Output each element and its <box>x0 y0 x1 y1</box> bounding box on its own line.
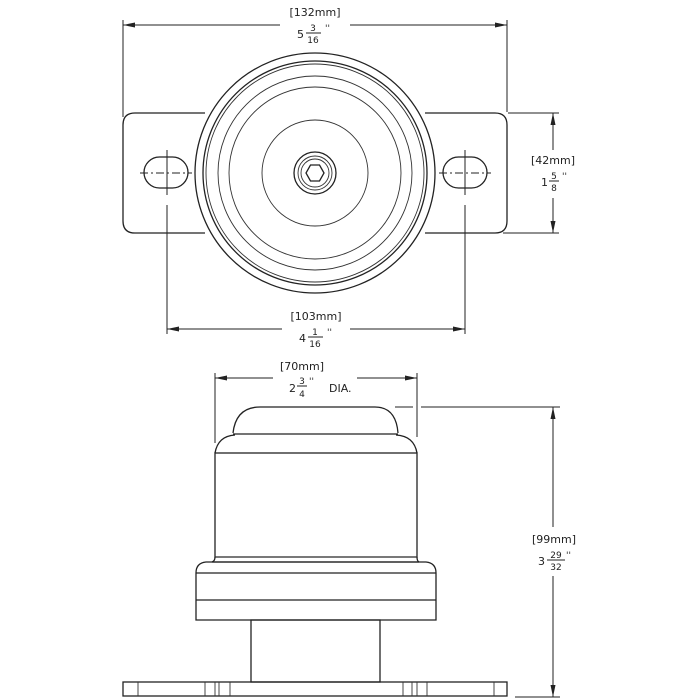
inch-whole: 2 <box>289 382 296 395</box>
inch-mark: '' <box>309 377 314 387</box>
inch-whole: 1 <box>541 176 548 189</box>
inch-numerator: 5 <box>551 172 557 182</box>
base-plate-slot-lines <box>137 682 495 696</box>
plate-height-dimension: [42mm] 1 5 8 '' <box>503 112 575 234</box>
hex-socket-icon <box>305 164 325 182</box>
inch-denominator: 4 <box>299 390 305 400</box>
bolt-ring-inner <box>300 158 330 188</box>
metric-label: [70mm] <box>280 360 324 373</box>
flange <box>195 561 437 621</box>
overall-width-dimension: [132mm] 5 3 16 '' <box>122 6 508 117</box>
ring-3 <box>205 63 425 283</box>
inch-denominator: 16 <box>307 36 319 46</box>
ring-5 <box>228 86 402 260</box>
inch-denominator: 8 <box>551 184 557 194</box>
inch-numerator: 3 <box>299 377 305 387</box>
bolt-ring <box>297 155 333 191</box>
bolt-washer <box>293 151 337 195</box>
ring-2 <box>202 60 428 286</box>
ring-6 <box>261 119 369 227</box>
left-slot <box>143 156 189 189</box>
top-view: [132mm] 5 3 16 '' [103mm] 4 1 16 '' <box>122 6 575 350</box>
inch-numerator: 1 <box>312 328 318 338</box>
inch-mark: '' <box>566 551 571 561</box>
metric-label: [132mm] <box>289 6 340 19</box>
metric-label: [42mm] <box>531 154 575 167</box>
body-shoulder <box>214 434 418 454</box>
body-step <box>211 556 420 563</box>
inch-whole: 5 <box>297 28 304 41</box>
metric-label: [99mm] <box>532 533 576 546</box>
inch-numerator: 29 <box>550 551 562 561</box>
overall-height-dimension: [99mm] 3 29 32 '' <box>395 406 576 698</box>
ring-4 <box>217 75 413 271</box>
mounting-plate-outline <box>122 112 508 234</box>
inch-whole: 3 <box>538 555 545 568</box>
metric-label: [103mm] <box>290 310 341 323</box>
dome-cap <box>232 406 399 434</box>
outer-ring <box>194 52 436 294</box>
side-view: [70mm] 2 3 4 '' DIA. [99mm] 3 29 32 '' <box>122 360 576 698</box>
slot-spacing-dimension: [103mm] 4 1 16 '' <box>166 205 466 350</box>
inch-mark: '' <box>327 328 332 338</box>
inch-numerator: 3 <box>310 24 316 34</box>
inch-mark: '' <box>325 24 330 34</box>
dome-diameter-dimension: [70mm] 2 3 4 '' DIA. <box>214 360 418 443</box>
inch-whole: 4 <box>299 332 306 345</box>
inch-denominator: 16 <box>309 340 321 350</box>
inch-mark: '' <box>562 172 567 182</box>
base-plate <box>122 681 508 697</box>
inch-denominator: 32 <box>550 563 561 573</box>
diameter-suffix: DIA. <box>329 382 352 395</box>
stem <box>250 619 381 683</box>
cylinder-body <box>214 452 418 558</box>
slot-centerlines <box>140 150 491 195</box>
